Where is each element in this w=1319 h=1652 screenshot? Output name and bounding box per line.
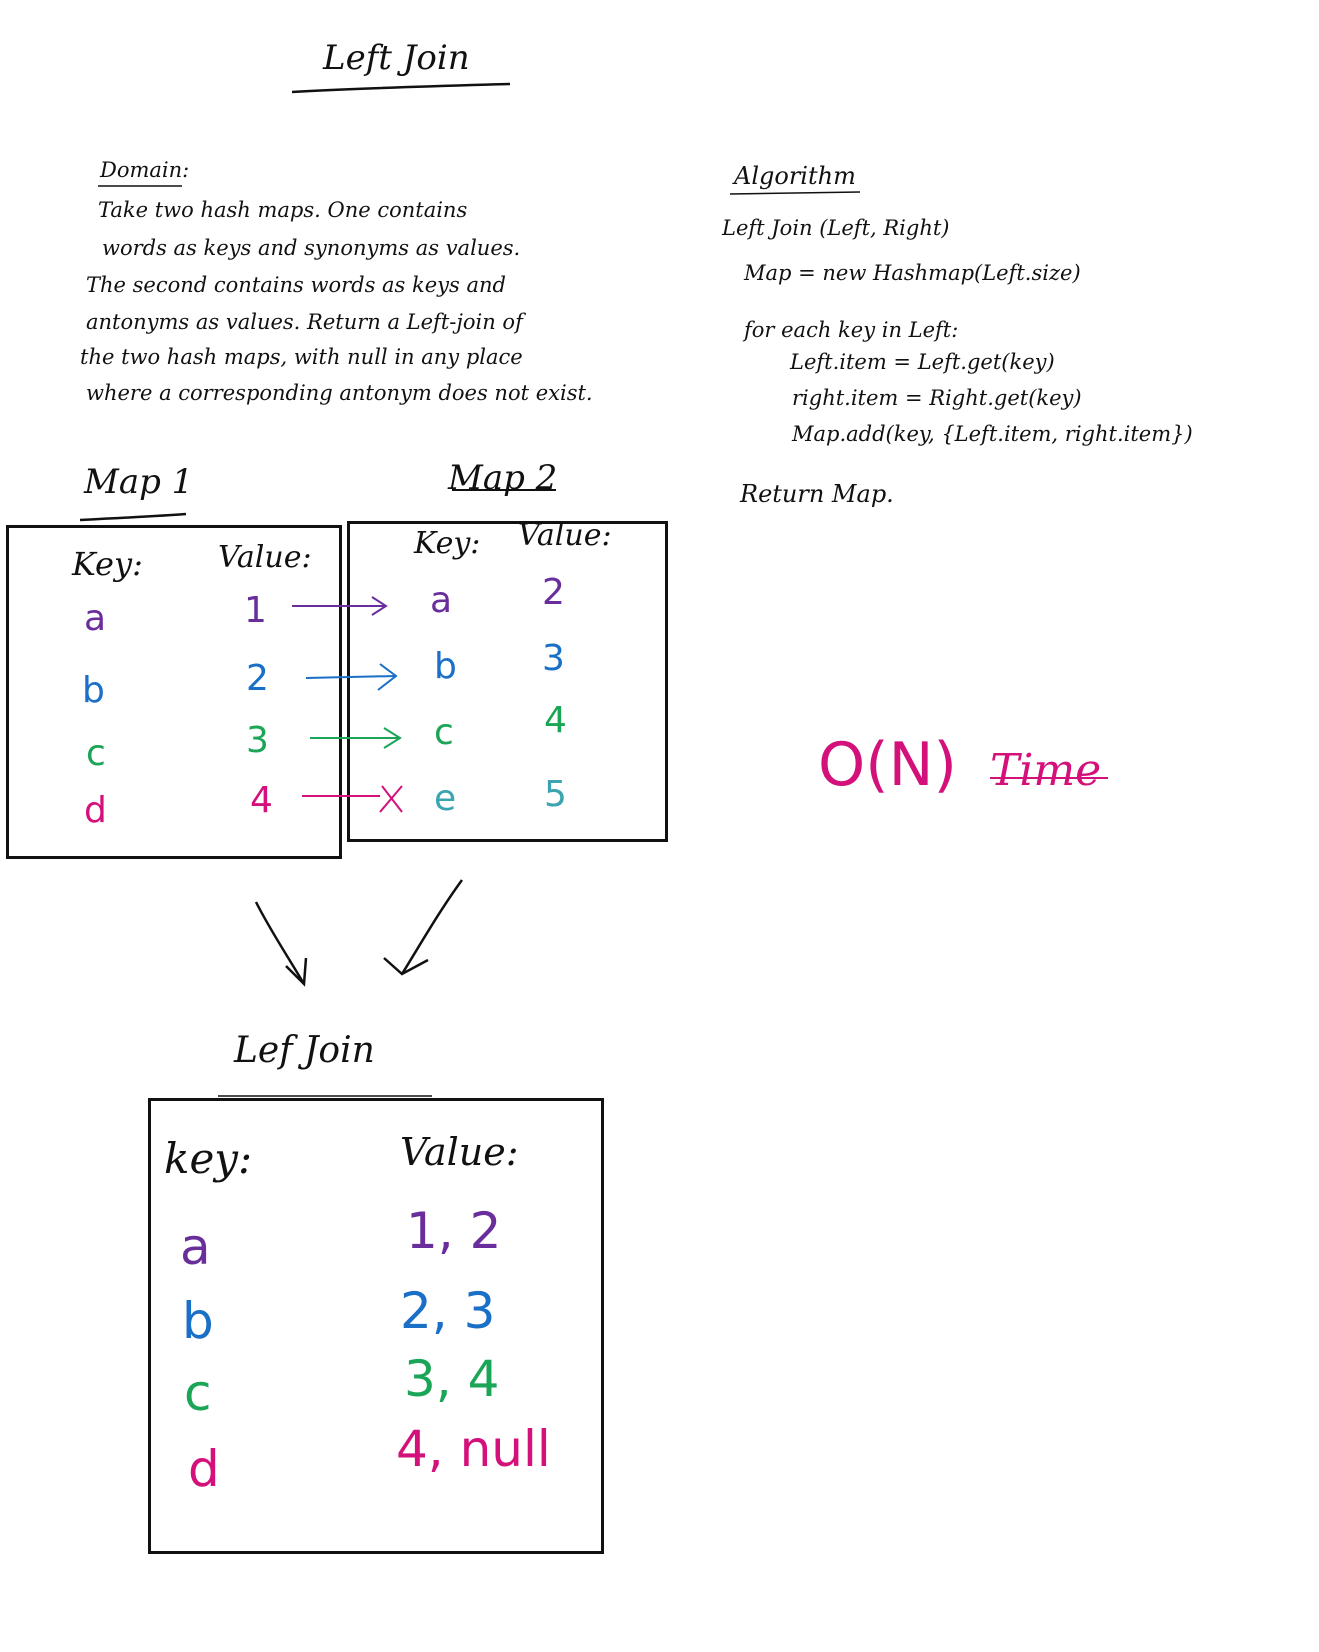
- map1-key-b: b: [82, 670, 105, 711]
- domain-heading: Domain:: [100, 158, 190, 182]
- down-arrow-left: [254, 901, 308, 987]
- domain-line-6: where a corresponding antonym does not e…: [86, 381, 593, 405]
- algorithm-line-7: Return Map.: [740, 480, 894, 508]
- result-box: [148, 1098, 604, 1554]
- algorithm-line-6: Map.add(key, {Left.item, right.item}): [792, 422, 1193, 446]
- result-key-header: key:: [164, 1134, 253, 1183]
- result-value-b: 2, 3: [400, 1282, 496, 1340]
- result-key-a: a: [180, 1218, 211, 1276]
- result-value-a: 1, 2: [406, 1202, 502, 1260]
- map2-value-5: 5: [544, 774, 567, 815]
- map2-value-4: 4: [544, 700, 567, 741]
- map2-key-c: c: [434, 712, 454, 753]
- down-arrow-right: [383, 879, 464, 976]
- map1-value-1: 1: [244, 590, 267, 631]
- map2-value-2: 2: [542, 572, 565, 613]
- map1-key-header: Key:: [72, 545, 143, 583]
- complexity-notation: O(N): [818, 730, 957, 800]
- map1-title: Map 1: [84, 462, 194, 502]
- page-title: Left Join: [323, 38, 470, 78]
- algorithm-line-5: right.item = Right.get(key): [792, 386, 1082, 410]
- map2-key-e: e: [434, 778, 457, 819]
- map1-value-4: 4: [250, 780, 273, 821]
- map2-box: [347, 521, 668, 842]
- result-value-c: 3, 4: [404, 1350, 500, 1408]
- result-key-c: c: [184, 1364, 212, 1422]
- result-key-b: b: [182, 1292, 214, 1350]
- domain-line-1: Take two hash maps. One contains: [98, 198, 468, 222]
- map2-value-3: 3: [542, 638, 565, 679]
- map1-value-3: 3: [246, 720, 269, 761]
- algorithm-line-4: Left.item = Left.get(key): [790, 350, 1055, 374]
- result-value-header: Value:: [400, 1130, 519, 1174]
- result-key-d: d: [188, 1440, 220, 1498]
- algorithm-line-1: Left Join (Left, Right): [722, 216, 950, 240]
- domain-line-5: the two hash maps, with null in any plac…: [80, 345, 523, 369]
- map2-key-b: b: [434, 646, 457, 687]
- complexity-label: Time: [990, 745, 1102, 796]
- map1-key-value-2: 2: [246, 658, 269, 699]
- map2-title: Map 2: [448, 458, 558, 498]
- map1-value-header: Value:: [218, 540, 312, 575]
- map2-key-a: a: [430, 580, 453, 621]
- map1-key-a: a: [84, 598, 107, 639]
- map1-key-c: c: [86, 733, 106, 774]
- result-value-d: 4, null: [396, 1420, 551, 1478]
- algorithm-line-2: Map = new Hashmap(Left.size): [744, 261, 1081, 285]
- domain-line-2: words as keys and synonyms as values.: [102, 236, 521, 260]
- map1-box: [6, 525, 342, 859]
- map1-underline: [79, 512, 187, 522]
- result-title: Lef Join: [234, 1030, 375, 1071]
- map2-key-header: Key:: [414, 526, 481, 561]
- map2-value-header: Value:: [518, 518, 612, 553]
- algorithm-heading: Algorithm: [734, 162, 856, 190]
- algorithm-underline: [729, 191, 861, 195]
- algorithm-line-3: for each key in Left:: [744, 318, 959, 342]
- domain-line-3: The second contains words as keys and: [86, 273, 506, 297]
- title-underline: [291, 82, 511, 94]
- domain-line-4: antonyms as values. Return a Left-join o…: [86, 310, 523, 334]
- map1-key-d: d: [84, 790, 107, 831]
